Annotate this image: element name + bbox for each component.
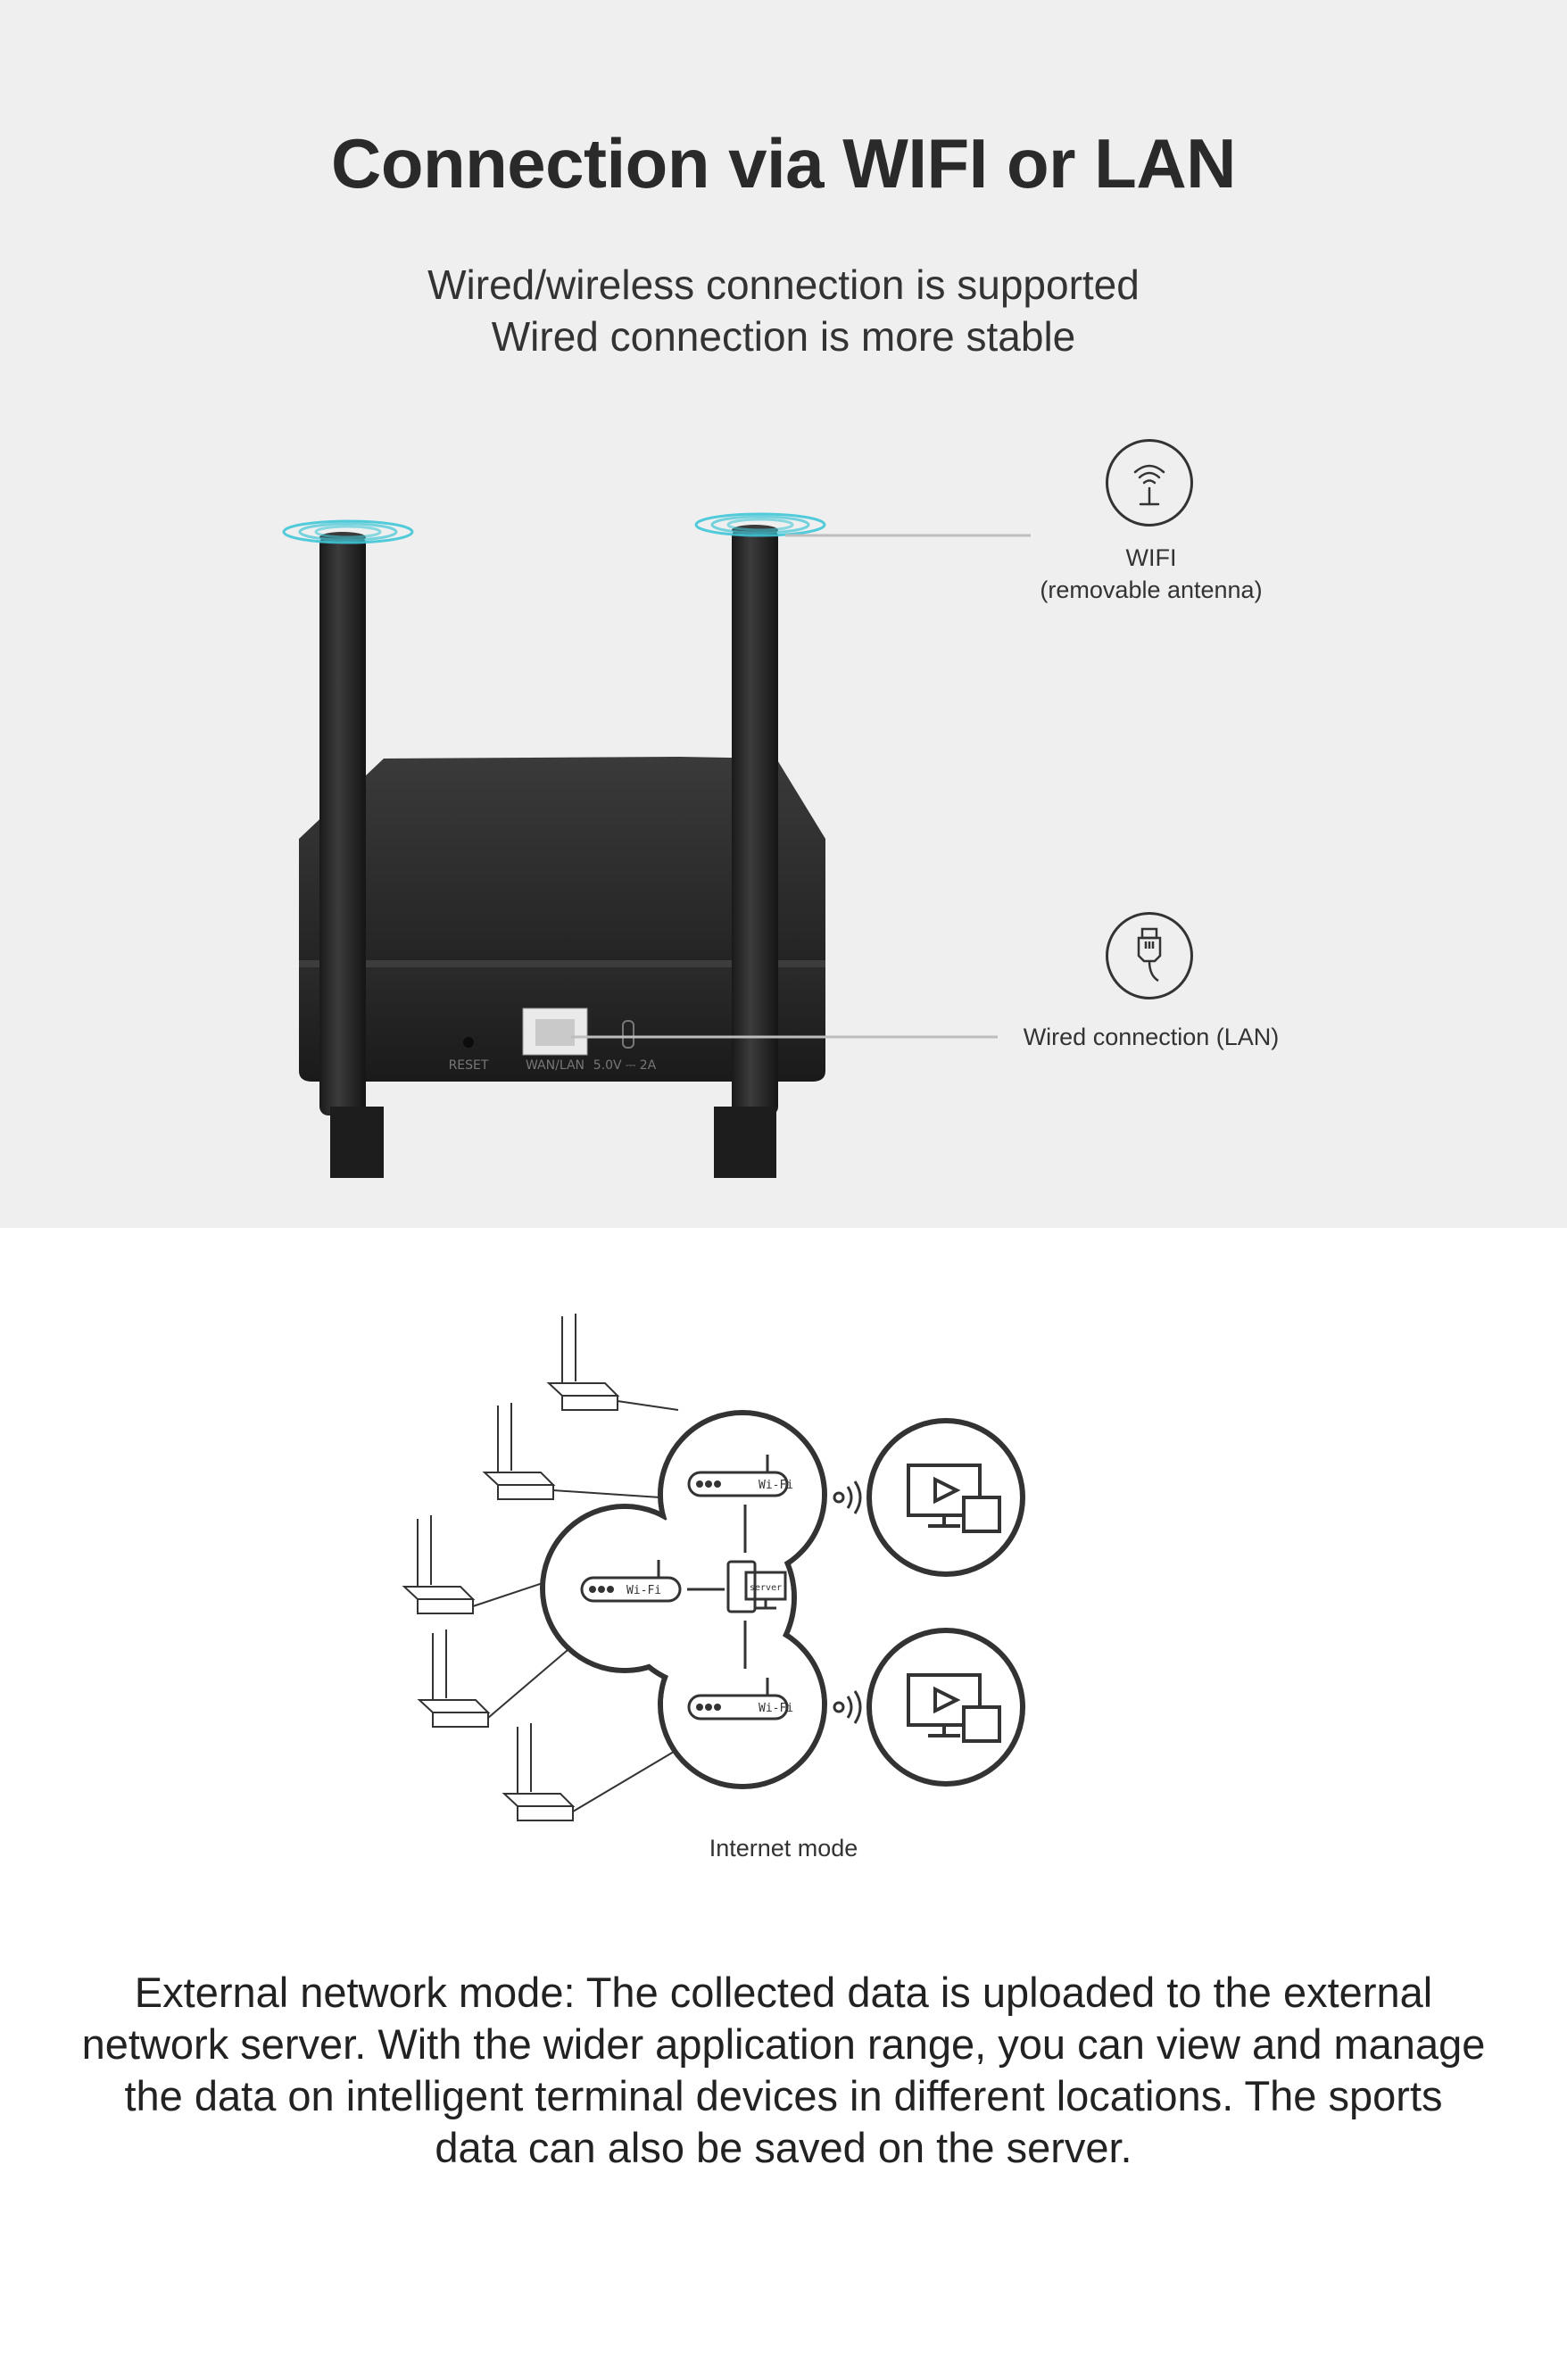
power-port-label: 5.0V ⎓ 2A [593, 1058, 657, 1073]
internet-mode-diagram: Wi-Fi Wi-Fi Wi-Fi server [402, 1314, 1025, 1821]
wifi-callout-sublabel: (removable antenna) [1040, 576, 1263, 603]
wireless-signal-icon [833, 1480, 862, 1724]
client-device-1 [546, 1314, 620, 1411]
cloud-router-left [580, 1576, 682, 1603]
client-device-4 [417, 1630, 491, 1728]
cloud-router-top [687, 1471, 789, 1497]
router-illustration: RESET WAN/LAN 5.0V ⎓ 2A [282, 512, 1031, 1178]
client-device-2 [482, 1403, 556, 1500]
reset-port-label: RESET [449, 1058, 489, 1073]
right-signal-glow [694, 512, 826, 537]
left-signal-glow [282, 519, 414, 544]
router-label-bottom: Wi-Fi [759, 1702, 793, 1715]
wifi-callout-label: WIFI [1125, 544, 1177, 571]
subtitle-line-2: Wired connection is more stable [491, 313, 1076, 360]
server-label: server [750, 1583, 782, 1593]
diagram-caption: Internet mode [709, 1835, 858, 1862]
left-antenna [319, 535, 366, 1115]
server-icon [726, 1560, 757, 1613]
router-label-top: Wi-Fi [759, 1479, 793, 1492]
description-paragraph: External network mode: The collected dat… [81, 1969, 1486, 2171]
client-device-5 [502, 1723, 576, 1821]
lan-port-label: WAN/LAN [526, 1058, 585, 1073]
ethernet-plug-icon [1106, 912, 1193, 999]
reset-button [463, 1037, 474, 1048]
subtitle-line-1: Wired/wireless connection is supported [427, 261, 1140, 308]
antenna-signal-icon [1106, 439, 1193, 527]
right-antenna [732, 528, 778, 1115]
cloud-router-bottom [687, 1694, 789, 1721]
power-port [622, 1020, 634, 1049]
router-label-left: Wi-Fi [626, 1584, 661, 1597]
client-device-3 [402, 1515, 476, 1614]
lan-callout-label: Wired connection (LAN) [1023, 1024, 1280, 1050]
page-title: Connection via WIFI or LAN [331, 124, 1237, 203]
